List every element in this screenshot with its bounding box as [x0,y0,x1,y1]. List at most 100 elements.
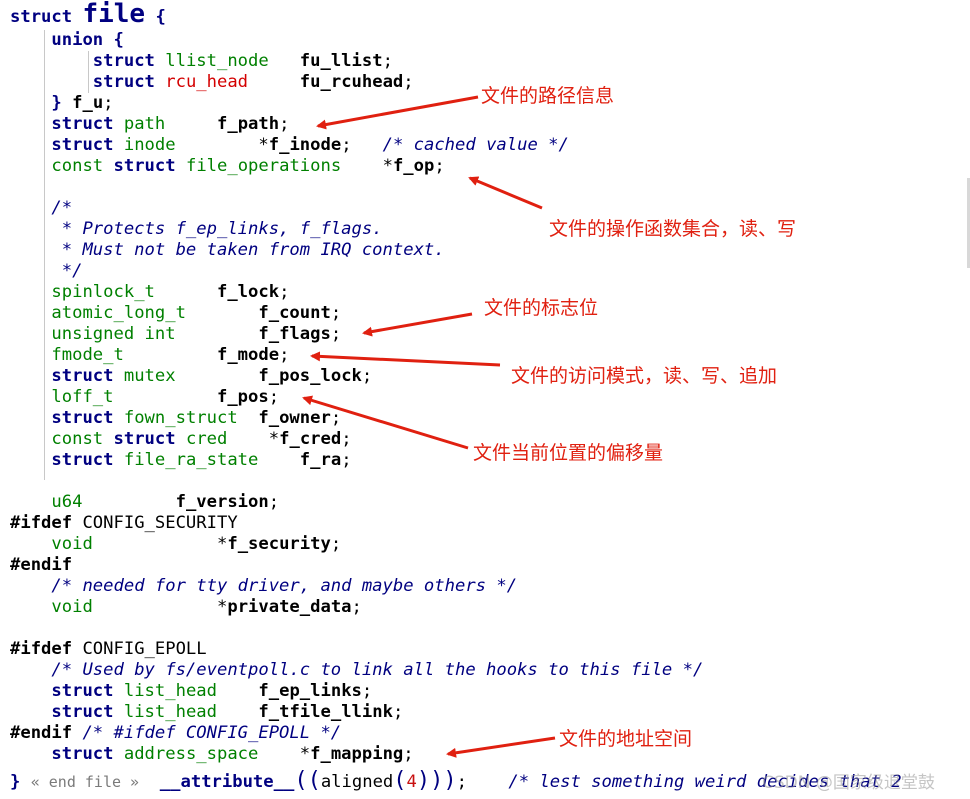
arrow-ops [468,176,543,210]
code-token: f_mapping [310,744,404,764]
code-token: #endif [10,555,73,575]
code-line: struct list_head f_tfile_llink; [10,702,403,723]
code-token: ; [341,135,383,155]
code-line: struct file_ra_state f_ra; [10,450,352,471]
code-token: union [51,30,104,50]
code-token: * Must not be taken from IRQ context. [61,240,445,260]
code-token: struct [51,450,114,470]
code-line: struct list_head f_ep_links; [10,681,372,702]
code-token: const [51,429,104,449]
annotation-path: 文件的路径信息 [481,85,615,107]
code-line: /* [10,198,72,219]
code-token: * [227,429,280,449]
arrow-path [316,95,479,130]
code-token: void [51,597,93,617]
code-line: fmode_t f_mode; [10,345,289,366]
code-line: struct llist_node fu_llist; [10,51,393,72]
code-line: struct fown_struct f_owner; [10,408,341,429]
code-token: struct [51,744,114,764]
code-line: atomic_long_t f_count; [10,303,341,324]
code-token: f_count [258,303,331,323]
code-token: struct [51,114,114,134]
code-token: f_cred [279,429,342,449]
code-token: f_owner [258,408,331,428]
code-token: ; [103,93,114,113]
code-token: file [82,0,146,29]
code-token: struct [51,702,114,722]
code-token: ; [279,114,290,134]
code-line: struct address_space *f_mapping; [10,744,413,765]
code-token: struct [92,72,155,92]
code-token: void [51,534,93,554]
code-token: * Protects f_ep_links, f_flags. [61,219,383,239]
code-token: /* Used by fs/eventpoll.c to link all th… [51,660,704,680]
code-line: struct file { [10,1,166,27]
code-token: spinlock_t [51,282,155,302]
code-token: /* #ifdef CONFIG_EPOLL */ [82,723,342,743]
code-token: list_head [123,702,217,722]
code-token: CONFIG_EPOLL [82,639,207,659]
code-token: struct [113,156,176,176]
code-line: * Protects f_ep_links, f_flags. [10,219,383,240]
arrow-mode [310,351,501,367]
code-token: llist_node [165,51,269,71]
code-token: f_mode [216,345,280,365]
code-line: struct path f_path; [10,114,289,135]
code-token: unsigned int [51,324,176,344]
code-line: * Must not be taken from IRQ context. [10,240,445,261]
code-token: ; [361,681,373,701]
code-token: } [51,93,62,113]
code-token: ; [403,72,414,92]
code-token: /* needed for tty driver, and maybe othe… [51,576,518,596]
code-token: ; [330,303,342,323]
code-token: « end file » [30,773,140,791]
code-token: loff_t [51,387,114,407]
code-line: const struct cred *f_cred; [10,429,352,450]
code-token: f_path [217,114,280,134]
code-token: ; [279,345,290,365]
code-token: const [51,156,104,176]
code-token: (( [294,768,321,793]
code-token: ; [361,366,373,386]
arrow-flags [362,312,473,337]
code-token: mutex [123,366,176,386]
code-line: #ifdef CONFIG_EPOLL [10,639,207,660]
code-token: ; [341,450,352,470]
code-token: * [175,135,269,155]
code-token: struct [113,429,176,449]
code-token: struct [51,366,114,386]
code-token: ; [279,282,290,302]
code-token: f_lock [216,282,280,302]
watermark: CSDN @国家级退堂鼓 [762,773,935,793]
code-token: ; [268,387,280,407]
code-token: fmode_t [51,345,124,365]
code-token: f_security [227,534,331,554]
scrollbar-edge[interactable] [967,178,970,268]
code-line: unsigned int f_flags; [10,324,341,345]
code-line: u64 f_version; [10,492,279,513]
code-token: list_head [123,681,217,701]
annotation-mode: 文件的访问模式，读、写、追加 [511,365,778,387]
code-token: f_op [392,156,435,176]
annotation-flags: 文件的标志位 [484,297,599,319]
code-token: struct [10,7,73,27]
code-line: } « end file » __attribute__((aligned(4)… [10,768,902,793]
code-line: /* needed for tty driver, and maybe othe… [10,576,517,597]
code-line: void *private_data; [10,597,361,618]
code-token: ))) [416,768,457,793]
code-line: */ [10,261,83,282]
code-token: * [258,744,311,764]
arrow-mapping [446,736,556,758]
code-token: ; [330,408,342,428]
code-line: void *f_security; [10,534,341,555]
code-token: f_inode [268,135,342,155]
code-token: struct [51,408,114,428]
arrow-pos [302,395,469,450]
code-line: spinlock_t f_lock; [10,282,289,303]
code-token: } [10,772,21,792]
code-token: ; [341,429,352,449]
code-token: path [123,114,166,134]
code-token: ; [330,324,342,344]
code-token: ; [434,156,445,176]
